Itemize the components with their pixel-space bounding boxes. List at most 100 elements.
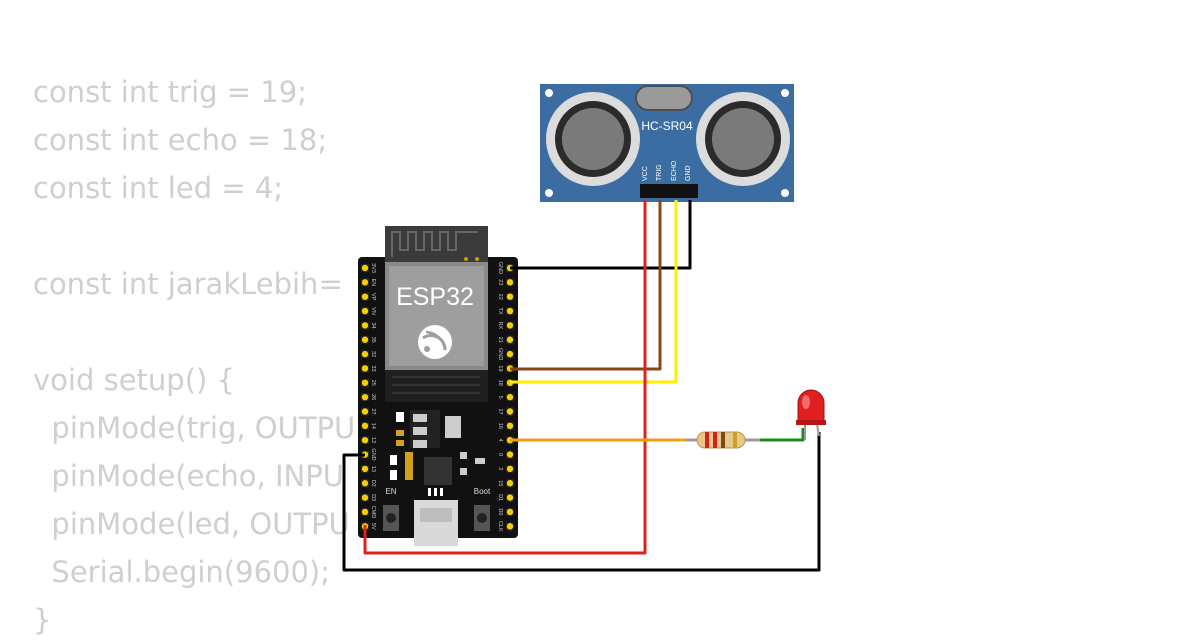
pin-label: 5 (497, 396, 503, 399)
pin-label: D1 (497, 494, 503, 501)
pin-label: 33 (370, 365, 376, 371)
code-line: const int echo = 18; (33, 123, 328, 157)
pin-label: 17 (497, 408, 503, 414)
pin-label: 3V3 (370, 263, 376, 273)
pin-label: CLK (497, 521, 503, 532)
pin-34[interactable] (361, 322, 369, 329)
pin-d2[interactable] (361, 480, 369, 487)
pin-label: 32 (370, 351, 376, 357)
pin-2[interactable] (506, 465, 514, 473)
code-line: const int led = 4; (33, 171, 284, 205)
sensor-pin-label: GND (685, 165, 692, 181)
pin-d0[interactable] (506, 508, 514, 516)
pin-3v3[interactable] (361, 264, 369, 272)
pin-label: TX (497, 308, 503, 315)
pin-label: 4 (497, 439, 503, 442)
esp32-label: ESP32 (396, 283, 474, 311)
pin-label: D3 (370, 494, 376, 501)
pin-label: 5V (370, 523, 376, 530)
code-line: const int jarakLebih= (33, 267, 343, 301)
pin-en[interactable] (361, 279, 369, 286)
red-led[interactable] (796, 389, 826, 440)
pin-label: GND (370, 448, 376, 460)
pin-label: D0 (497, 508, 503, 515)
smd-led (396, 412, 404, 422)
wire-vcc[interactable] (363, 200, 647, 555)
code-line: } (33, 603, 52, 637)
pin-vn[interactable] (361, 307, 369, 315)
pin-label: 35 (370, 337, 376, 343)
code-line: Serial.begin(9600); (33, 555, 331, 589)
antenna-led (475, 257, 479, 261)
pin-25[interactable] (361, 379, 369, 386)
micro-usb-port (414, 500, 458, 546)
en-button-label: EN (385, 487, 396, 496)
pin-label: GND (497, 348, 503, 360)
pin-gnd[interactable] (506, 350, 514, 358)
pin-21[interactable] (506, 336, 514, 343)
pin-cmd[interactable] (361, 508, 369, 516)
pin-33[interactable] (361, 365, 369, 372)
pin-15[interactable] (506, 480, 514, 487)
pin-label: 34 (370, 322, 376, 328)
pin-26[interactable] (361, 393, 369, 401)
code-line: pinMode(echo, INPU (33, 459, 344, 493)
pin-tx[interactable] (506, 307, 514, 315)
pin-label: EN (370, 279, 376, 287)
pin-label: 19 (497, 365, 503, 371)
pin-label: 15 (497, 480, 503, 486)
usb-uart-chip (424, 457, 452, 485)
pin-d1[interactable] (506, 494, 514, 501)
wire-resistor-to-led[interactable] (745, 428, 805, 442)
pin-label: RX (497, 322, 503, 330)
code-line: const int trig = 19; (33, 75, 307, 109)
mount-hole (545, 189, 553, 197)
mount-hole (781, 189, 789, 197)
transmitter-transducer (546, 92, 640, 186)
mount-hole (545, 89, 553, 97)
crystal-oscillator (635, 85, 693, 111)
resistor[interactable] (686, 431, 760, 449)
pin-label: 2 (497, 467, 503, 470)
code-editor-text: const int trig = 19; const int echo = 18;… (33, 68, 355, 644)
pin-rx[interactable] (506, 322, 514, 329)
receiver-transducer (696, 92, 790, 186)
code-line: void setup() { (33, 363, 235, 397)
pin-5[interactable] (506, 393, 514, 401)
pin-label: VP (370, 293, 376, 301)
pin-label: GND (497, 262, 503, 274)
sensor-pin-header (640, 184, 698, 198)
pin-35[interactable] (361, 336, 369, 343)
pin-vp[interactable] (361, 293, 369, 300)
pin-13[interactable] (361, 465, 369, 473)
antenna-led (464, 257, 468, 261)
wire-trig[interactable] (510, 200, 662, 371)
sensor-pin-label: VCC (642, 166, 649, 181)
wire-echo[interactable] (510, 200, 678, 384)
pin-12[interactable] (361, 437, 369, 444)
pin-label: 21 (497, 337, 503, 343)
wire-gnd-led[interactable] (342, 432, 821, 572)
module-pads (385, 370, 488, 402)
esp32-board[interactable]: ESP32 EN Boot (358, 226, 518, 546)
pin-label: 16 (497, 423, 503, 429)
pin-0[interactable] (506, 451, 514, 458)
pin-17[interactable] (506, 408, 514, 415)
code-line: pinMode(trig, OUTPU (33, 411, 356, 445)
pin-32[interactable] (361, 350, 369, 358)
pin-16[interactable] (506, 422, 514, 430)
capacitor (445, 416, 461, 438)
pin-label: 27 (370, 408, 376, 414)
pin-23[interactable] (506, 279, 514, 286)
pin-label: D2 (370, 480, 376, 487)
pin-14[interactable] (361, 422, 369, 430)
pin-clk[interactable] (506, 523, 514, 530)
pin-label: 23 (497, 279, 503, 285)
pin-d3[interactable] (361, 494, 369, 501)
pin-27[interactable] (361, 408, 369, 415)
pin-label: 14 (370, 423, 376, 429)
mount-hole (781, 89, 789, 97)
pin-22[interactable] (506, 293, 514, 300)
wire-gnd-sensor[interactable] (510, 200, 692, 270)
